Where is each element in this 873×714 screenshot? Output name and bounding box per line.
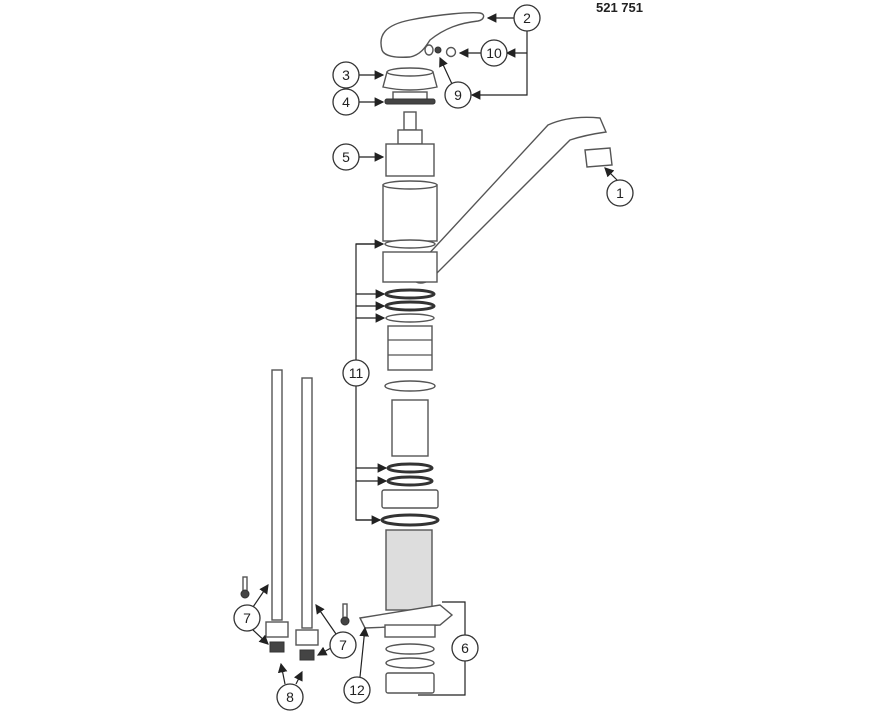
svg-text:8: 8: [286, 689, 294, 705]
o-ring: [384, 288, 436, 300]
callout-6: 6: [451, 634, 479, 662]
svg-text:6: 6: [461, 640, 469, 656]
body-sleeve: [382, 184, 438, 242]
inner-sleeve: [391, 399, 429, 457]
fixing-plate: [358, 604, 454, 694]
svg-text:3: 3: [342, 67, 350, 83]
lever-handle: [380, 12, 485, 58]
callout-9: 9: [444, 81, 472, 109]
svg-text:4: 4: [342, 94, 350, 110]
svg-text:9: 9: [454, 87, 462, 103]
cartridge: [385, 111, 435, 177]
callout-11: 11: [342, 359, 370, 387]
sleeve-rim: [382, 180, 438, 190]
threaded-shank: [385, 529, 433, 611]
flexible-hose-right: [295, 377, 319, 661]
svg-text:12: 12: [349, 682, 365, 698]
spout: [382, 116, 613, 284]
callout-7-right: 7: [329, 631, 357, 659]
svg-text:7: 7: [339, 637, 347, 653]
svg-text:2: 2: [523, 10, 531, 26]
o-ring: [384, 239, 436, 249]
diverter-body: [387, 325, 433, 371]
bonnet-nut: [384, 91, 436, 105]
callout-12: 12: [343, 676, 371, 704]
callout-3: 3: [332, 61, 360, 89]
callout-4: 4: [332, 88, 360, 116]
o-ring: [384, 300, 436, 312]
callout-1: 1: [606, 179, 634, 207]
callout-2: 2: [513, 4, 541, 32]
svg-text:10: 10: [486, 45, 502, 61]
svg-text:5: 5: [342, 149, 350, 165]
callout-8: 8: [276, 683, 304, 711]
callout-7-left: 7: [233, 604, 261, 632]
thermometer-icon: [340, 603, 350, 626]
washer: [384, 380, 436, 392]
callout-5: 5: [332, 143, 360, 171]
o-ring: [386, 462, 434, 474]
svg-text:7: 7: [243, 610, 251, 626]
o-ring: [386, 475, 434, 487]
o-ring: [385, 313, 435, 323]
cover-cap: [382, 67, 438, 91]
o-ring: [380, 513, 440, 527]
base-ring: [381, 489, 439, 509]
svg-text:11: 11: [349, 365, 364, 381]
callout-10: 10: [480, 39, 508, 67]
aerator: [584, 147, 613, 168]
svg-text:1: 1: [616, 185, 624, 201]
thermometer-icon: [240, 576, 250, 599]
part-number: 521 751: [596, 0, 643, 15]
flexible-hose-left: [265, 369, 289, 653]
